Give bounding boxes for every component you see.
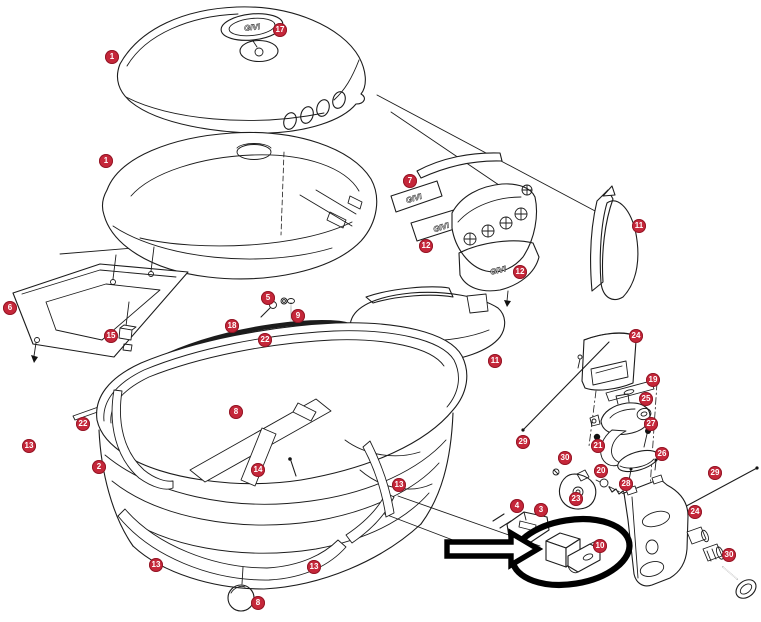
bottom-case bbox=[96, 322, 468, 590]
givi-logo-reflector: GIVI bbox=[489, 264, 507, 277]
lower-lid bbox=[102, 131, 378, 280]
base-plate bbox=[12, 246, 189, 363]
trim-strips bbox=[111, 389, 395, 581]
rear-panel-assembly: GIVI GIVI GIVI bbox=[390, 152, 540, 307]
top-lid: GIVI bbox=[116, 6, 366, 134]
annotation-layer bbox=[444, 515, 633, 589]
givi-logo-lid: GIVI bbox=[244, 22, 262, 33]
push-button-part-10 bbox=[545, 532, 605, 574]
right-reflector bbox=[590, 185, 639, 301]
highlight-arrow-icon bbox=[444, 528, 544, 570]
givi-logo-plate12: GIVI bbox=[432, 221, 451, 235]
